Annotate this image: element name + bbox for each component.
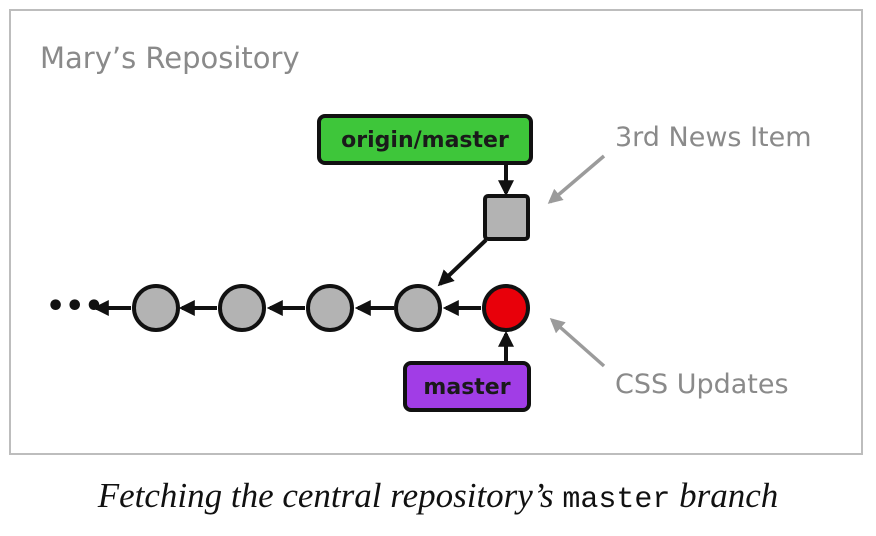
origin-master-branch: origin/master: [317, 114, 533, 197]
earlier-history-ellipsis: •••: [46, 289, 104, 324]
master-label: master: [423, 375, 510, 400]
commits: [132, 194, 530, 332]
commit-history-3: [306, 284, 354, 332]
annotation-arrow-3rd-news-item: [547, 154, 606, 204]
caption-text-before: Fetching the central repository’s: [97, 476, 563, 515]
commit-local-css-updates: [482, 284, 530, 332]
caption-code-master: master: [562, 483, 671, 517]
master-label-box: [403, 361, 531, 412]
master-branch: master: [403, 330, 531, 412]
link-fetched-to-history-4: [437, 238, 488, 287]
annotation-css-updates: CSS Updates: [615, 369, 789, 400]
annotations: 3rd News Item CSS Updates: [547, 122, 812, 400]
repository-title: Mary’s Repository: [40, 41, 300, 75]
origin-master-label: origin/master: [341, 128, 509, 153]
origin-master-label-box: [317, 114, 533, 165]
figure-caption: Fetching the central repository’s master…: [0, 476, 876, 517]
annotation-3rd-news-item: 3rd News Item: [615, 122, 812, 153]
commit-history-1: [132, 284, 180, 332]
commit-history-4: [394, 284, 442, 332]
commit-history-2: [218, 284, 266, 332]
commit-links: [92, 238, 488, 316]
caption-text-after: branch: [670, 476, 779, 515]
commit-fetched-3rd-news-item: [483, 194, 530, 241]
annotation-arrow-css-updates: [549, 318, 606, 368]
